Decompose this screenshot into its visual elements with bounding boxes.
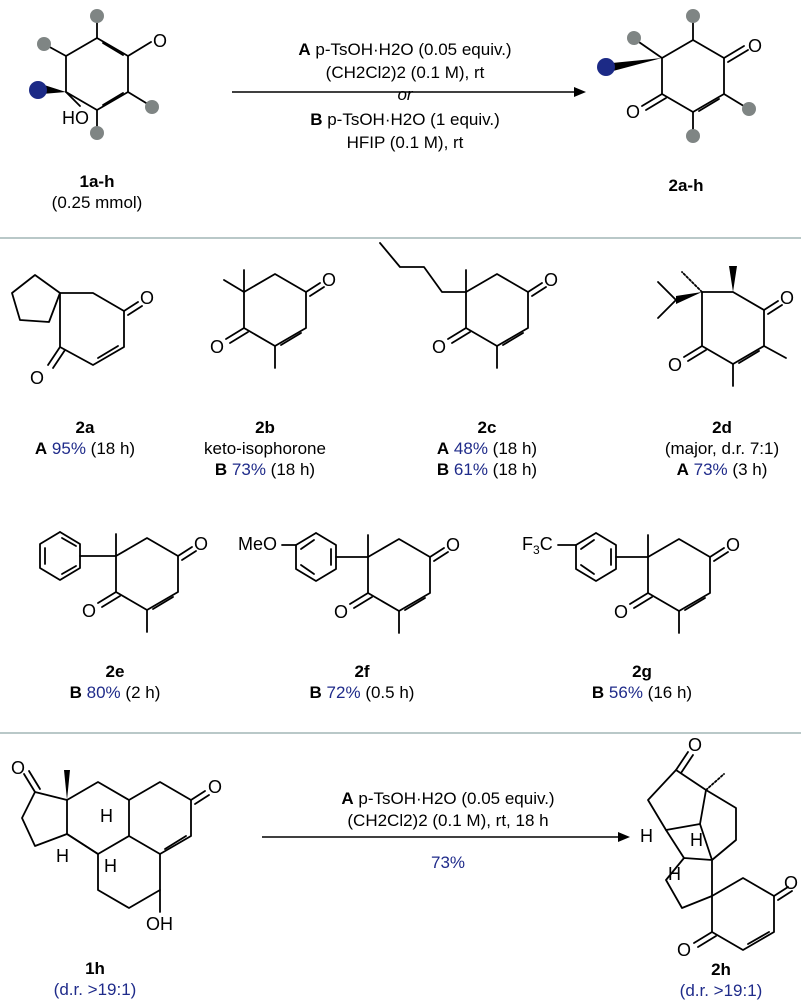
compound-2g-yield-b: B 56% (16 h) [592,683,692,702]
compound-2a-yield-a: A 95% (18 h) [35,439,135,458]
atom-O: O [784,873,798,893]
compound-2c-structure: O O [379,242,558,369]
atom-O: O [726,535,740,555]
reactant-amount: (0.25 mmol) [52,193,143,212]
substituent-MeO: MeO [238,534,277,554]
compound-2b-yield-b: B 73% (18 h) [215,460,315,479]
bottom-cond-letter: A [341,789,353,808]
atom-H: H [690,830,703,850]
cond-b-solvent: HFIP (0.1 M), rt [347,133,464,152]
bottom-cond-reagent: p-TsOH·H2O (0.05 equiv.) [358,789,554,808]
atom-O: O [614,602,628,622]
atom-O: O [677,940,691,960]
atom-H: H [100,806,113,826]
atom-O: O [334,602,348,622]
svg-text:A p-TsOH·H2O (0.05 equiv.): A p-TsOH·H2O (0.05 equiv.) [298,40,511,59]
atom-O: O [544,270,558,290]
atom-O: O [208,777,222,797]
atom-O: O [194,534,208,554]
atom-O: O [748,36,762,56]
atom-H: H [640,826,653,846]
atom-H: H [668,864,681,884]
compound-2c-yield-a: A 48% (18 h) [437,439,537,458]
atom-OH: OH [146,914,173,934]
atom-O: O [626,102,640,122]
atom-H: H [56,846,69,866]
atom-O: O [82,601,96,621]
bottom-conditions: A p-TsOH·H2O (0.05 equiv.) (CH2Cl2)2 (0.… [262,789,630,872]
atom-HO: HO [62,108,89,128]
compound-2b-name: keto-isophorone [204,439,326,458]
atom-O: O [432,337,446,357]
bottom-yield: 73% [431,853,465,872]
product-2h-label: 2h [711,960,731,979]
compound-2d-yield-a: A 73% (3 h) [677,460,768,479]
reactant-1a-h-structure: O HO [29,9,167,140]
atom-O: O [322,270,336,290]
compound-2d-id: 2d [712,418,732,437]
compound-2c-id: 2c [478,418,497,437]
atom-O: O [140,288,154,308]
reactant-1h-label: 1h [85,959,105,978]
cond-a-solvent: (CH2Cl2)2 (0.1 M), rt [326,63,485,82]
cond-a-letter: A [298,40,310,59]
product-2h-dr: (d.r. >19:1) [680,981,763,1000]
reactant-1h-structure: O O OH H H H [11,758,222,934]
compound-2f-structure: MeO O O [238,532,460,634]
atom-O: O [780,288,794,308]
compound-2b-id: 2b [255,418,275,437]
product-2a-h-structure: O O [597,9,762,143]
atom-H: H [104,856,117,876]
atom-O: O [11,758,25,778]
svg-text:A p-TsOH·H2O (0.05 equiv.): A p-TsOH·H2O (0.05 equiv.) [341,789,554,808]
atom-O: O [30,368,44,388]
atom-O: O [446,535,460,555]
compound-2e-id: 2e [106,662,125,681]
compound-2a-id: 2a [76,418,95,437]
compound-2f-id: 2f [354,662,369,681]
compound-2c-yield-b: B 61% (18 h) [437,460,537,479]
compound-2g-structure: F3C O O [522,532,740,634]
cond-b-reagent: p-TsOH·H2O (1 equiv.) [327,110,500,129]
atom-O: O [688,735,702,755]
compound-2e-yield-b: B 80% (2 h) [70,683,161,702]
cond-b-letter: B [310,110,322,129]
bottom-cond-solvent: (CH2Cl2)2 (0.1 M), rt, 18 h [347,811,548,830]
or-text: or [397,85,413,104]
product-label: 2a-h [669,176,704,195]
svg-text:B p-TsOH·H2O (1 equiv.): B p-TsOH·H2O (1 equiv.) [310,110,500,129]
reactant-1h-dr: (d.r. >19:1) [54,980,137,999]
compound-2a-structure: O O [11,274,154,388]
compound-2g-id: 2g [632,662,652,681]
compound-2f-yield-b: B 72% (0.5 h) [310,683,415,702]
compound-2d-structure: O O [657,266,794,387]
atom-O: O [668,355,682,375]
top-conditions: A p-TsOH·H2O (0.05 equiv.) (CH2Cl2)2 (0.… [232,40,586,152]
substituent-F3C: F3C [522,534,553,557]
cond-a-reagent: p-TsOH·H2O (0.05 equiv.) [315,40,511,59]
atom-O: O [153,31,167,51]
compound-2b-structure: O O [210,269,336,369]
compound-2d-note: (major, d.r. 7:1) [665,439,779,458]
compound-2e-structure: O O [39,531,208,633]
product-2h-structure: O H H H O O [640,735,798,960]
reactant-label: 1a-h [80,172,115,191]
atom-O: O [210,337,224,357]
